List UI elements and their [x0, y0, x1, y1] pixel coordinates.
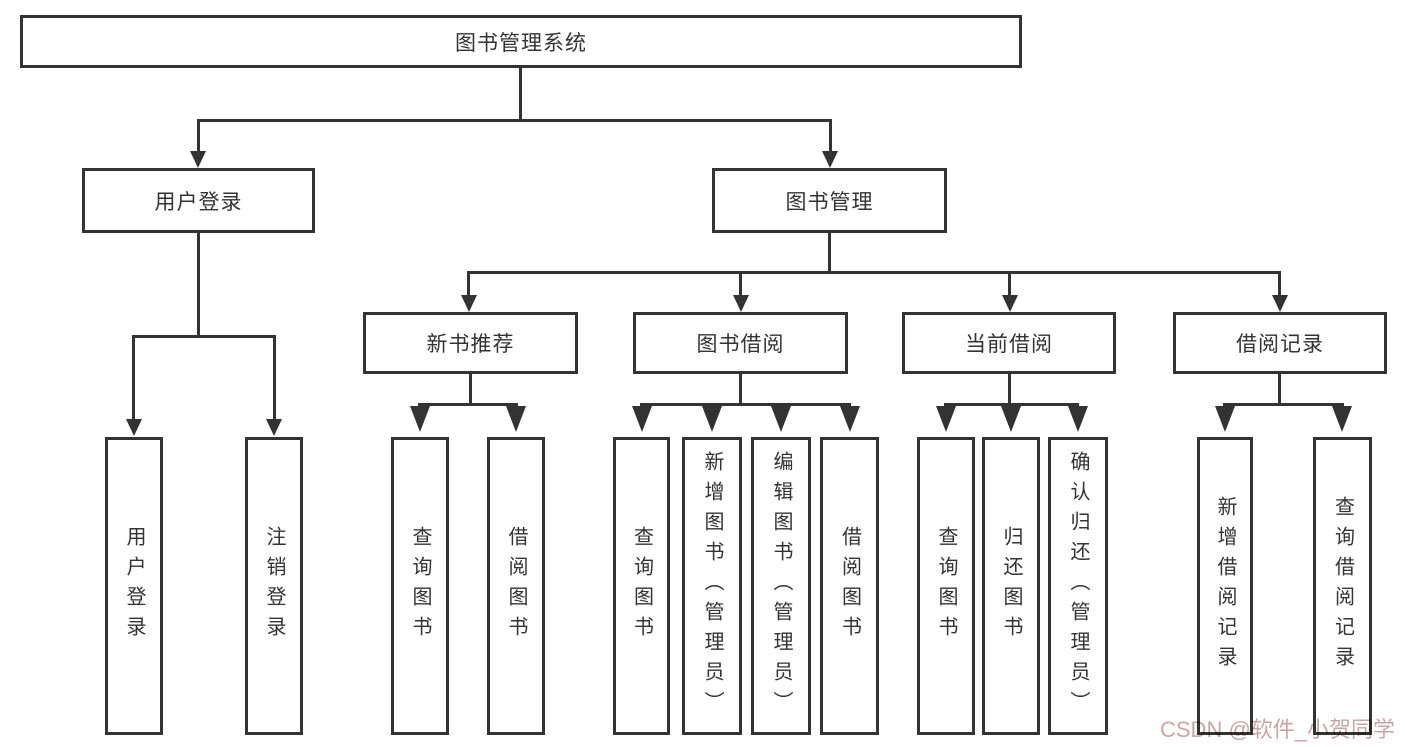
node-current-borrowing: 当前借阅 [902, 312, 1116, 374]
connector-leaf-split [418, 403, 518, 406]
node-label: 新增图书（管理员） [701, 451, 723, 721]
node-label: 查询图书 [935, 526, 957, 646]
connector-level1-split [197, 119, 832, 122]
arrowhead-down-icon [936, 406, 956, 432]
node-book-management: 图书管理 [712, 168, 947, 233]
connector-user-login-split [132, 335, 276, 338]
node-label: 借阅记录 [1236, 333, 1324, 356]
connector-user-login-stem [197, 231, 200, 337]
connector-drop [739, 271, 742, 297]
connector-leaf-split [640, 403, 851, 406]
node-label: 用户登录 [154, 190, 243, 214]
connector-stem [469, 373, 472, 406]
node-label: 借阅图书 [838, 526, 861, 646]
node-label: 编辑图书（管理员） [770, 451, 792, 721]
node-label: 用户登录 [123, 526, 145, 646]
arrowhead-down-icon [1001, 406, 1021, 432]
leaf-add-books-admin: 新增图书（管理员） [682, 437, 742, 735]
connector-drop [197, 119, 200, 154]
node-user-login: 用户登录 [82, 168, 315, 233]
arrowhead-down-icon [822, 151, 838, 168]
arrowhead-down-icon [840, 406, 860, 432]
node-label: 新增借阅记录 [1214, 496, 1236, 676]
node-label: 注销登录 [263, 526, 285, 646]
leaf-borrow-books-recommend: 借阅图书 [487, 437, 545, 735]
connector-stem [739, 373, 742, 406]
arrowhead-down-icon [410, 406, 430, 432]
arrowhead-down-icon [266, 419, 282, 436]
connector-level2-split [467, 271, 1281, 274]
arrowhead-down-icon [126, 419, 142, 436]
connector-drop [273, 335, 276, 420]
node-label: 借阅图书 [505, 526, 527, 646]
arrowhead-down-icon [1002, 295, 1018, 312]
node-label: 当前借阅 [965, 333, 1053, 356]
connector-drop [1278, 271, 1281, 297]
node-label: 查询借阅记录 [1331, 496, 1354, 676]
node-label: 查询图书 [409, 526, 431, 646]
connector-leaf-split [1223, 403, 1344, 406]
node-label: 确认归还（管理员） [1067, 451, 1089, 721]
leaf-query-books-borrowing: 查询图书 [613, 437, 670, 735]
node-label: 图书借阅 [696, 333, 785, 356]
leaf-query-books-recommend: 查询图书 [391, 437, 449, 735]
node-label: 归还图书 [1000, 526, 1022, 646]
leaf-edit-books-admin: 编辑图书（管理员） [751, 437, 811, 735]
leaf-logout: 注销登录 [245, 437, 303, 735]
connector-leaf-split [944, 403, 1079, 406]
arrowhead-down-icon [771, 406, 791, 432]
node-borrowing-records: 借阅记录 [1173, 312, 1387, 374]
connector-book-mgmt-stem [828, 231, 831, 274]
node-book-borrowing: 图书借阅 [633, 312, 848, 374]
arrowhead-down-icon [733, 295, 749, 312]
node-label: 图书管理系统 [455, 31, 587, 55]
arrowhead-down-icon [1332, 406, 1352, 432]
leaf-query-books-current: 查询图书 [917, 437, 975, 735]
node-label: 图书管理 [785, 190, 874, 214]
leaf-add-borrow-record: 新增借阅记录 [1197, 437, 1253, 735]
leaf-query-borrow-record: 查询借阅记录 [1313, 437, 1372, 735]
connector-stem [1278, 373, 1281, 406]
arrowhead-down-icon [702, 406, 722, 432]
arrowhead-down-icon [1272, 295, 1288, 312]
connector-drop [467, 271, 470, 297]
leaf-borrow-books-borrowing: 借阅图书 [820, 437, 879, 735]
node-new-book-recommendation: 新书推荐 [363, 312, 578, 374]
connector-root-stem [519, 67, 522, 120]
connector-drop [132, 335, 135, 420]
connector-drop [829, 119, 832, 154]
node-library-management-system: 图书管理系统 [20, 15, 1022, 68]
leaf-confirm-return-admin: 确认归还（管理员） [1048, 437, 1108, 735]
arrowhead-down-icon [632, 406, 652, 432]
connector-stem [1008, 373, 1011, 406]
arrowhead-down-icon [1215, 406, 1235, 432]
arrowhead-down-icon [506, 406, 526, 432]
arrowhead-down-icon [461, 295, 477, 312]
csdn-watermark: CSDN @软件_小贺同学 [1160, 717, 1396, 742]
arrowhead-down-icon [1068, 406, 1088, 432]
node-label: 新书推荐 [426, 333, 515, 356]
node-label: 查询图书 [630, 526, 653, 646]
leaf-user-login: 用户登录 [105, 437, 163, 735]
connector-drop [1008, 271, 1011, 297]
leaf-return-books: 归还图书 [982, 437, 1040, 735]
arrowhead-down-icon [190, 151, 206, 168]
